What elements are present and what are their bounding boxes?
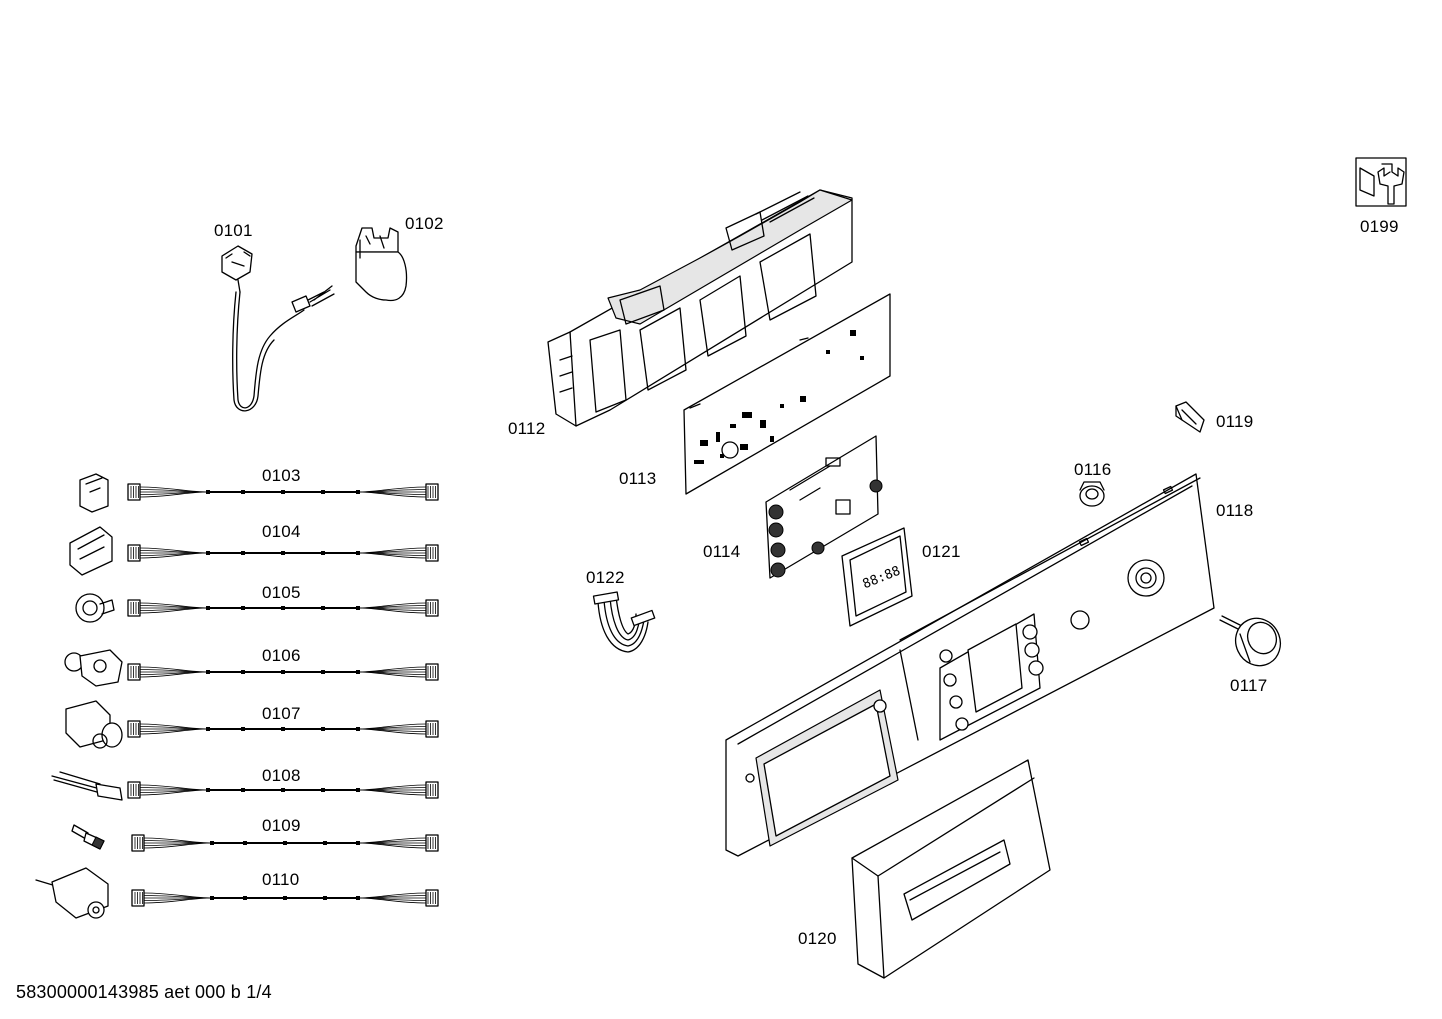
circulation-pump-component[interactable] [65,700,123,749]
drain-pump-component[interactable] [64,649,123,687]
wiring-harness-0108[interactable] [127,781,439,799]
part-label-0117: 0117 [1230,676,1268,695]
wiring-harness-0105[interactable] [127,599,439,617]
part-label-0106: 0106 [262,646,301,665]
power-board-part[interactable] [683,293,891,495]
wiring-harness-group [35,473,439,919]
temperature-sensor-component[interactable] [71,824,105,850]
rotary-knob-part[interactable] [1219,611,1288,673]
part-label-0112: 0112 [508,419,546,438]
wiring-harness-0110[interactable] [131,889,439,907]
wiring-harness-0104[interactable] [127,544,439,562]
inlet-valve-component[interactable] [35,867,109,919]
part-label-0102: 0102 [405,214,444,233]
control-board-part[interactable] [765,435,883,579]
part-label-0122: 0122 [586,568,625,587]
part-label-0107: 0107 [262,704,301,723]
part-label-0113: 0113 [619,469,657,488]
wiring-harness-0107[interactable] [127,720,439,738]
part-label-0121: 0121 [922,542,961,561]
housing-frame-part[interactable] [547,189,853,427]
wiring-harness-0109[interactable] [131,834,439,852]
part-label-0116: 0116 [1074,460,1112,479]
part-label-0108: 0108 [262,766,301,785]
part-label-0101: 0101 [214,221,253,240]
part-label-0110: 0110 [262,870,300,889]
mains-cable-part[interactable] [221,245,335,412]
interference-suppressor-part[interactable] [355,227,408,302]
part-label-0103: 0103 [262,466,301,485]
display-module-part[interactable]: 88:88 [841,527,913,627]
service-tool-icon [1355,157,1407,207]
door-lock-switch-component[interactable] [69,526,113,576]
part-label-0119: 0119 [1216,412,1254,431]
wiring-harness-0106[interactable] [127,663,439,681]
part-label-0105: 0105 [262,583,301,602]
part-label-0109: 0109 [262,816,301,835]
part-label-0118: 0118 [1216,501,1254,520]
part-label-0104: 0104 [262,522,301,541]
part-label-0199: 0199 [1360,217,1399,236]
document-code: 58300000143985 aet 000 b 1/4 [16,982,272,1002]
light-guide-part[interactable] [1079,481,1105,507]
ribbon-cable-part[interactable] [592,591,656,653]
clip-part[interactable] [1175,401,1205,433]
door-lock-component[interactable] [79,473,109,513]
part-label-0114: 0114 [703,542,741,561]
wiring-harness-0103[interactable] [127,483,439,501]
heater-component[interactable] [51,771,123,801]
control-panel-fascia-part[interactable] [725,473,1215,857]
pressure-switch-component[interactable] [75,593,115,623]
part-label-0120: 0120 [798,929,837,948]
drawer-handle-part[interactable] [851,759,1051,979]
